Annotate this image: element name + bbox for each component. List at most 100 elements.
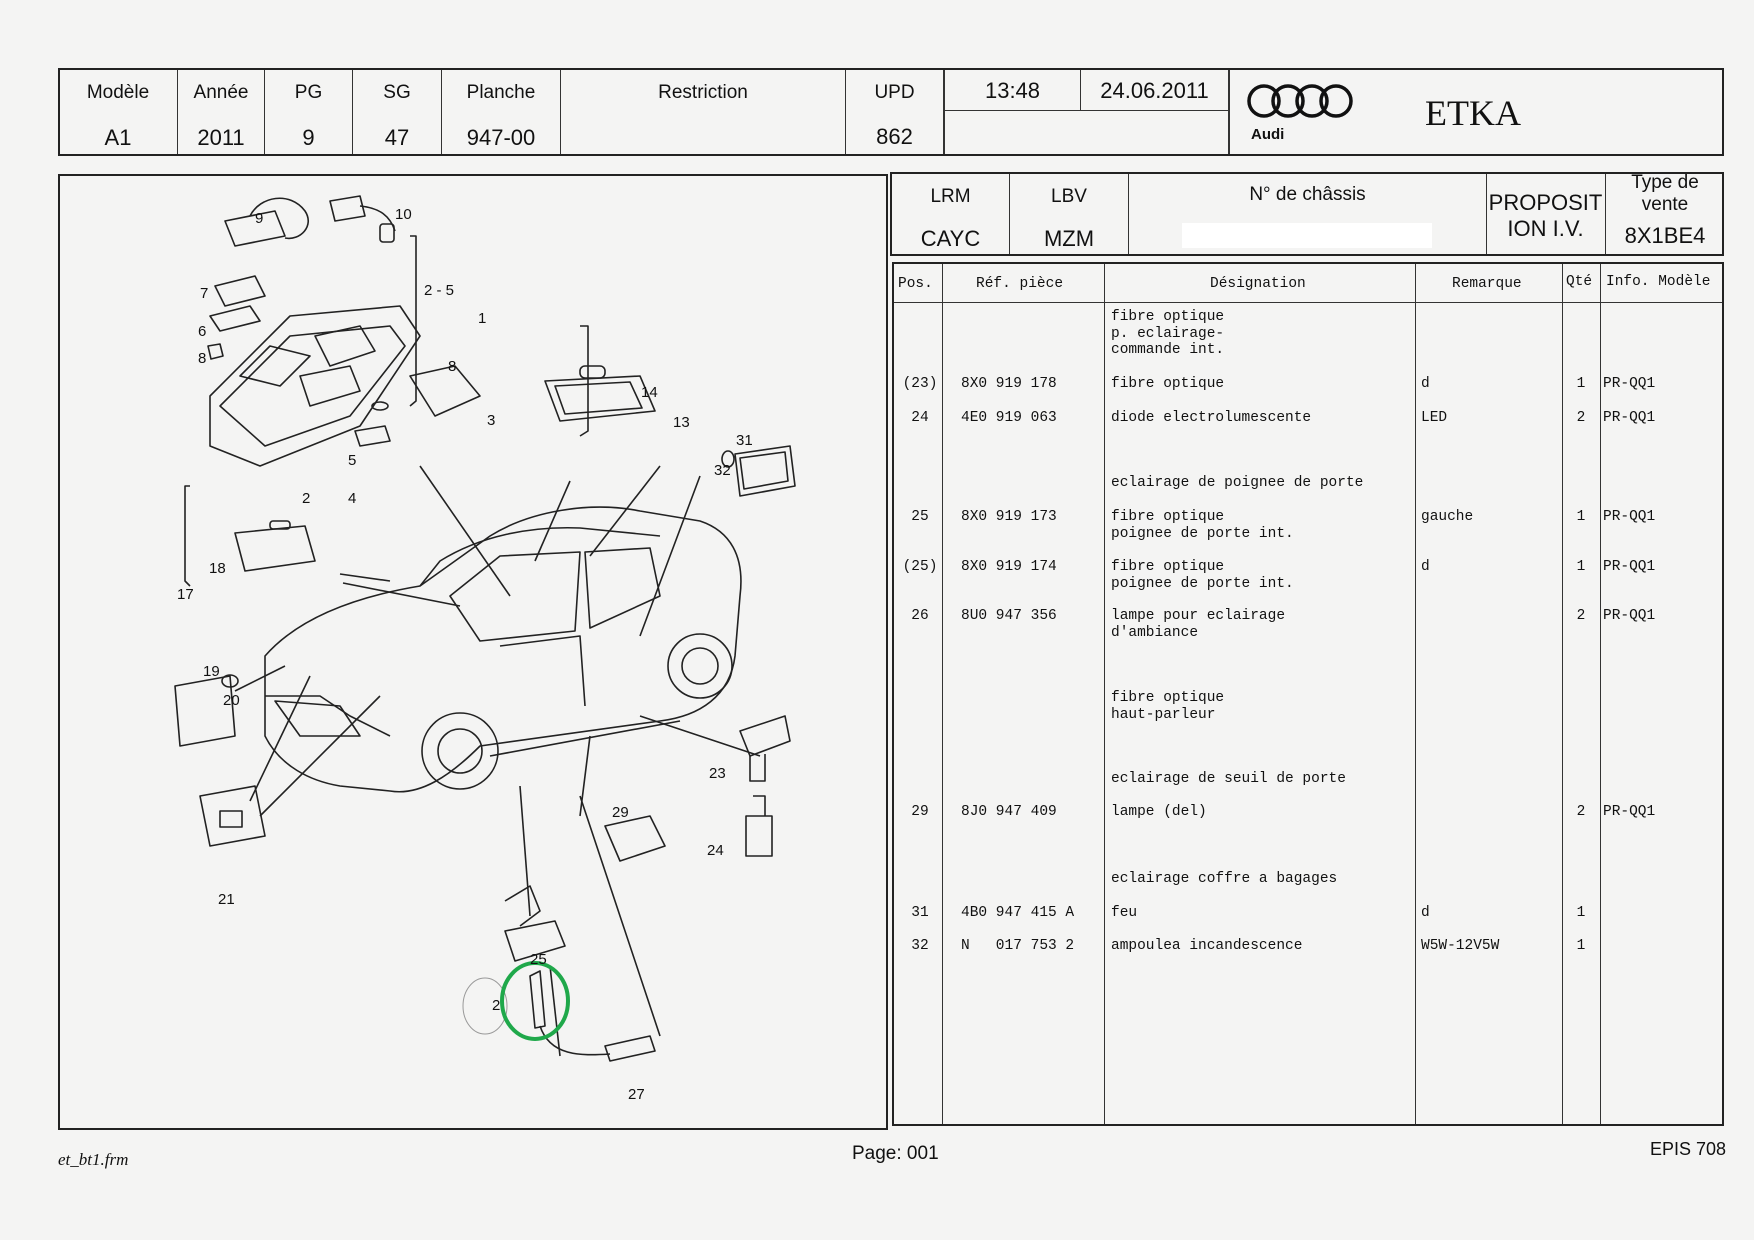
cell-ref: N 017 753 2 [961,938,1075,954]
cell-pos: 26 [911,608,929,624]
form-name: et_bt1.frm [58,1150,129,1169]
cell-desig: eclairage coffre a bagages [1111,871,1338,887]
cell-desig: diode electrolumescente [1111,410,1312,426]
cell-desig: lampe (del) [1111,804,1207,820]
cell-info: PR-QQ1 [1603,804,1656,820]
pg-value: 9 [302,125,315,150]
cell-desig: fibre optique poignee de porte int. [1111,509,1294,542]
callout-27: 27 [628,1086,645,1103]
callout-24: 24 [707,842,724,859]
callout-13: 13 [673,414,690,431]
parts-table [892,262,1724,1126]
cell-desig: fibre optique [1111,376,1225,392]
callout-18: 18 [209,560,226,577]
callout-1: 1 [478,310,487,327]
cell-desig: feu [1111,905,1138,921]
diagram-panel [58,174,888,1130]
cell-rem: d [1421,376,1430,392]
annee-label: Année [193,82,249,103]
cell-qte: 1 [1576,905,1586,921]
proposition-label: PROPOSIT ION I.V. [1488,190,1603,241]
cell-pos: 25 [911,509,929,525]
callout-29: 29 [612,804,629,821]
epis-version: EPIS 708 [1650,1139,1727,1159]
cell-pos: (23) [902,376,938,392]
brand-label: Audi [1251,126,1285,143]
planche-value: 947-00 [466,125,536,150]
callout-6: 6 [198,323,207,340]
cell-desig: lampe pour eclairage d'ambiance [1111,608,1286,641]
time-value: 13:48 [984,78,1041,103]
pg-label: PG [294,82,323,103]
page-number: Page: 001 [852,1143,939,1164]
cell-desig: fibre optique poignee de porte int. [1111,559,1294,592]
cell-qte: 2 [1576,410,1586,426]
col-header-pos: Pos. [898,276,933,292]
callout-32: 32 [714,462,731,479]
callout-14: 14 [641,384,658,401]
type-vente-value: 8X1BE4 [1624,223,1706,248]
callout-4: 4 [348,490,357,507]
cell-rem: W5W-12V5W [1421,938,1500,954]
callout-31: 31 [736,432,753,449]
chassis-value-redacted [1182,223,1432,248]
col-header-qte: Qté [1566,274,1593,290]
modele-value: A1 [104,125,132,150]
callout-23: 23 [709,765,726,782]
upd-label: UPD [874,82,915,103]
cell-rem: LED [1421,410,1448,426]
cell-desig: fibre optique p. eclairage- commande int… [1111,309,1225,358]
parts-diagram [174,195,796,1062]
callout-2b: 2 [492,997,501,1014]
cell-qte: 2 [1576,608,1586,624]
callout-8a: 8 [198,350,207,367]
cell-ref: 8X0 919 178 [961,376,1057,392]
callout-9: 9 [255,210,264,227]
callout-20: 20 [223,692,240,709]
app-title: ETKA [1425,93,1521,133]
callout-19: 19 [203,663,220,680]
cell-info: PR-QQ1 [1603,559,1656,575]
col-header-ref: Réf. pièce [976,276,1064,292]
cell-ref: 8U0 947 356 [961,608,1057,624]
vehicle-info-box [890,172,1724,256]
callout-2-5: 2 - 5 [424,282,455,299]
chassis-label: N° de châssis [1249,184,1366,205]
cell-pos: 24 [911,410,929,426]
upd-value: 862 [876,124,913,149]
cell-qte: 1 [1576,938,1586,954]
callout-8b: 8 [448,358,457,375]
col-header-remarque: Remarque [1452,276,1522,292]
lrm-label: LRM [930,186,971,207]
audi-rings-logo [1247,84,1353,118]
cell-info: PR-QQ1 [1603,376,1656,392]
cell-info: PR-QQ1 [1603,410,1656,426]
cell-info: PR-QQ1 [1603,509,1656,525]
annee-value: 2011 [197,125,245,150]
cell-pos: 31 [911,905,929,921]
callout-10: 10 [395,206,412,223]
modele-label: Modèle [86,82,150,103]
date-value: 24.06.2011 [1100,78,1209,103]
lrm-value: CAYC [920,226,981,251]
callout-3: 3 [487,412,496,429]
cell-qte: 1 [1576,559,1586,575]
cell-info: PR-QQ1 [1603,608,1656,624]
cell-qte: 2 [1576,804,1586,820]
cell-pos: 29 [911,804,929,820]
cell-rem: d [1421,905,1430,921]
col-header-info: Info. Modèle [1606,274,1711,290]
cell-desig: eclairage de poignee de porte [1111,475,1364,491]
cell-rem: gauche [1421,509,1474,525]
cell-desig: eclairage de seuil de porte [1111,771,1346,787]
highlight-circle [500,961,570,1041]
cell-desig: ampoulea incandescence [1111,938,1303,954]
cell-pos: (25) [902,559,938,575]
type-vente-label: Type de vente [1631,172,1699,215]
lbv-label: LBV [1051,186,1087,207]
cell-ref: 8X0 919 174 [961,559,1057,575]
cell-desig: fibre optique haut-parleur [1111,690,1225,723]
sg-label: SG [383,82,411,103]
cell-ref: 8J0 947 409 [961,804,1057,820]
cell-qte: 1 [1576,376,1586,392]
